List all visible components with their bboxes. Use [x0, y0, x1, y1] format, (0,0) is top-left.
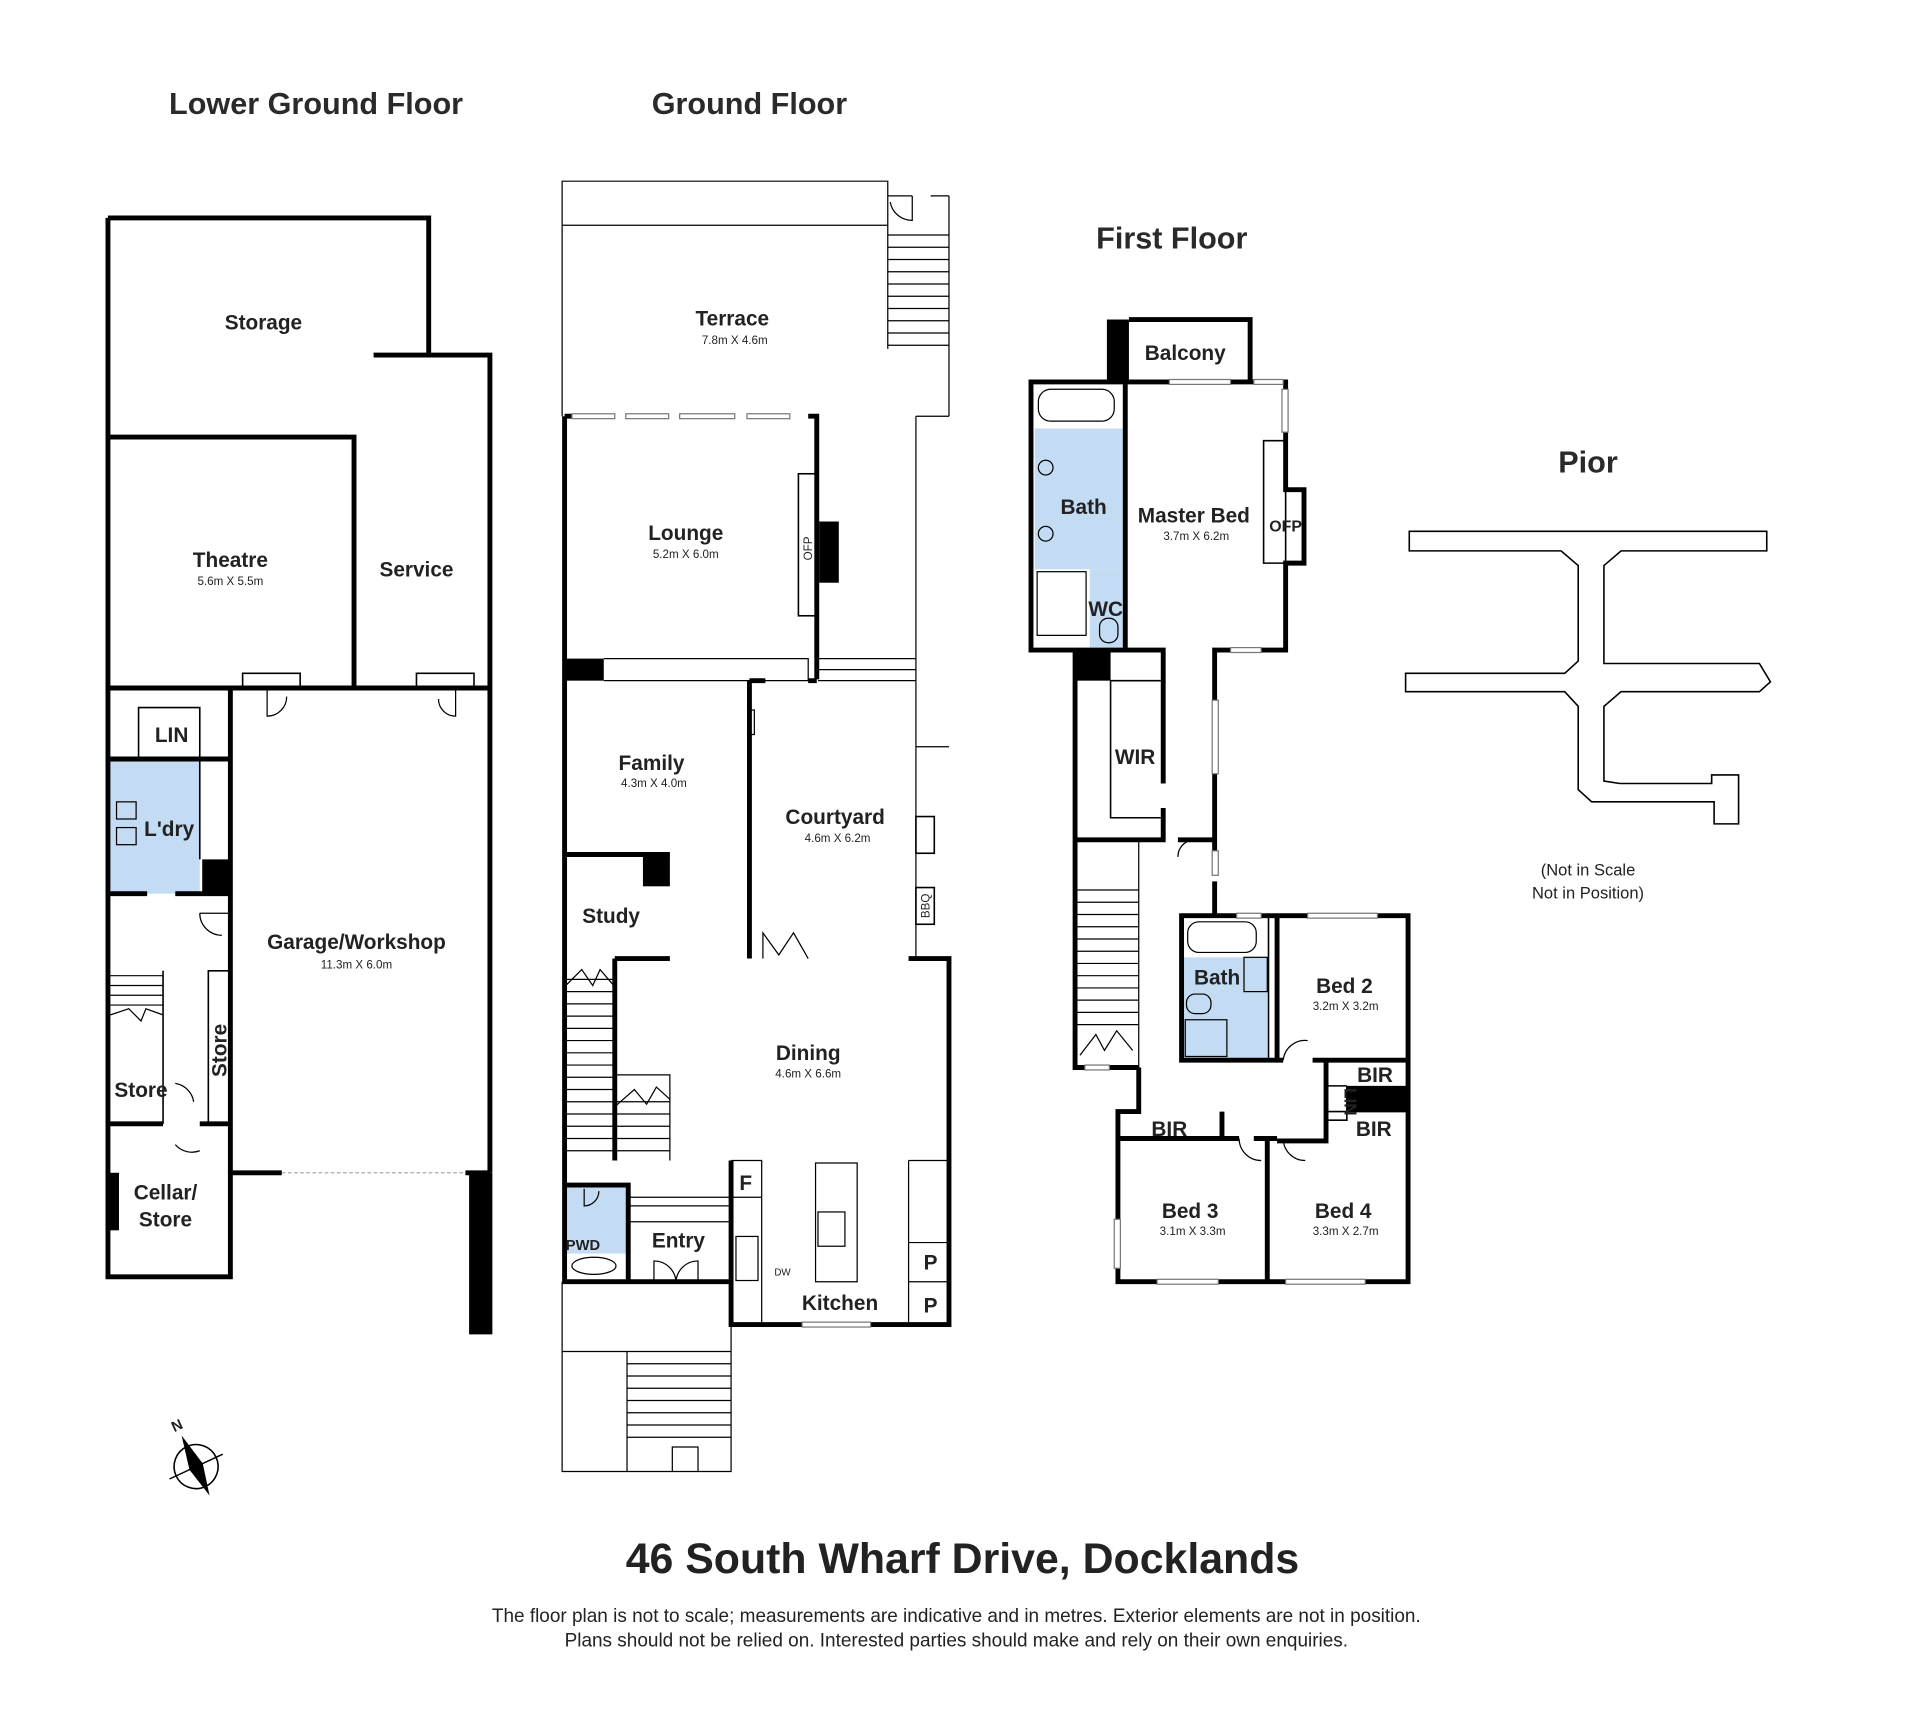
first-floor-title: First Floor [1096, 222, 1247, 256]
room-terrace: Terrace [695, 308, 769, 331]
room-family-dims: 4.3m X 4.0m [621, 777, 687, 790]
room-lounge: Lounge [648, 522, 723, 545]
room-bath: Bath [1194, 966, 1240, 989]
room-linen: LIN [155, 724, 189, 747]
room-courtyard: Courtyard [785, 806, 884, 829]
compass-north-label: N [169, 1417, 185, 1436]
room-master-bed-dims: 3.7m X 6.2m [1163, 530, 1229, 543]
room-dining: Dining [776, 1042, 841, 1065]
room-bed-2: Bed 2 [1316, 975, 1373, 998]
pier-note-scale: (Not in Scale [1541, 860, 1636, 879]
master-fireplace-label: OFP [1269, 518, 1302, 535]
pier-plan: Pior (Not in Scale Not in Position) [1404, 446, 1772, 903]
room-study: Study [582, 905, 640, 928]
first-floor-plan: First Floor Balcony Bath Master Bed 3.7m… [1028, 222, 1411, 1285]
room-store: Store [114, 1079, 167, 1102]
room-powder: PWD [566, 1238, 600, 1254]
room-entry: Entry [652, 1229, 706, 1252]
pier-note-position: Not in Position) [1532, 884, 1644, 903]
room-lounge-dims: 5.2m X 6.0m [653, 548, 719, 561]
fridge-label: F [739, 1172, 752, 1195]
ensuite-wet-area [1034, 428, 1123, 570]
room-dining-dims: 4.6m X 6.6m [775, 1067, 841, 1080]
room-bir-bed2: BIR [1357, 1064, 1393, 1087]
room-kitchen: Kitchen [802, 1292, 878, 1315]
lower-ground-floor-title: Lower Ground Floor [169, 87, 463, 121]
room-garage: Garage/Workshop [267, 931, 446, 954]
disclaimer-line-1: The floor plan is not to scale; measurem… [492, 1606, 1421, 1627]
lounge-fireplace-label: OFP [802, 536, 815, 560]
pier-title: Pior [1558, 446, 1618, 480]
room-bed-3-dims: 3.1m X 3.3m [1160, 1225, 1226, 1238]
room-theatre: Theatre [193, 549, 268, 572]
bathroom-wet-area [1184, 957, 1268, 1061]
room-master-bed: Master Bed [1138, 505, 1250, 528]
room-bir-bed3: BIR [1151, 1118, 1187, 1141]
room-linen-first: LIN [1340, 1088, 1360, 1116]
room-bed-4: Bed 4 [1315, 1200, 1372, 1223]
room-bir-bed4: BIR [1356, 1118, 1392, 1141]
room-wir: WIR [1115, 746, 1155, 769]
dishwasher-label: DW [774, 1268, 791, 1279]
room-courtyard-dims: 4.6m X 6.2m [805, 832, 871, 845]
lower-ground-floor-plan: Lower Ground Floor Storage Theatre 5.6m … [105, 87, 493, 1335]
bbq-label: BBQ [919, 894, 932, 919]
room-store-2: Store [209, 1024, 232, 1077]
room-ensuite-bath: Bath [1061, 496, 1107, 519]
room-cellar-store: Store [139, 1209, 192, 1232]
room-bed-3: Bed 3 [1162, 1200, 1219, 1223]
room-garage-dims: 11.3m X 6.0m [321, 958, 392, 971]
room-balcony: Balcony [1145, 342, 1226, 365]
north-compass-icon: N [169, 1417, 224, 1496]
property-address: 46 South Wharf Drive, Docklands [626, 1535, 1299, 1583]
pantry-label-2: P [924, 1294, 938, 1317]
room-wc: WC [1088, 598, 1123, 621]
room-storage: Storage [225, 311, 302, 334]
room-terrace-dims: 7.8m X 4.6m [702, 334, 768, 347]
pantry-label-1: P [924, 1251, 938, 1274]
ground-floor-title: Ground Floor [652, 87, 848, 121]
room-service: Service [379, 559, 453, 582]
room-cellar: Cellar/ [134, 1182, 198, 1205]
room-bed-4-dims: 3.3m X 2.7m [1313, 1225, 1379, 1238]
room-laundry: L'dry [144, 818, 194, 841]
disclaimer-line-2: Plans should not be relied on. Intereste… [565, 1631, 1348, 1652]
room-bed-2-dims: 3.2m X 3.2m [1313, 1000, 1379, 1013]
room-family: Family [619, 752, 685, 775]
ground-floor-plan: Ground Floor Terrace 7.8m X 4.6m Lounge … [561, 87, 952, 1473]
room-theatre-dims: 5.6m X 5.5m [197, 575, 263, 588]
